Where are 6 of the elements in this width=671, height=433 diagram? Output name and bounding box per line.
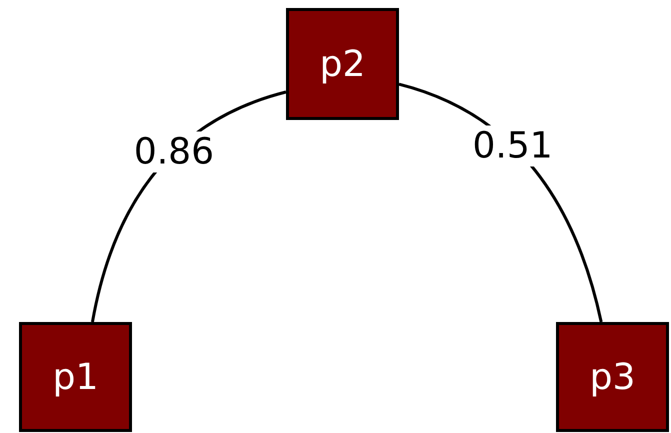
node-box [19, 322, 132, 432]
node-label: p3 [590, 356, 636, 398]
node-box [556, 322, 669, 432]
node-box [286, 8, 399, 120]
node-label: p2 [320, 44, 366, 84]
node-label: p1 [52, 356, 98, 398]
